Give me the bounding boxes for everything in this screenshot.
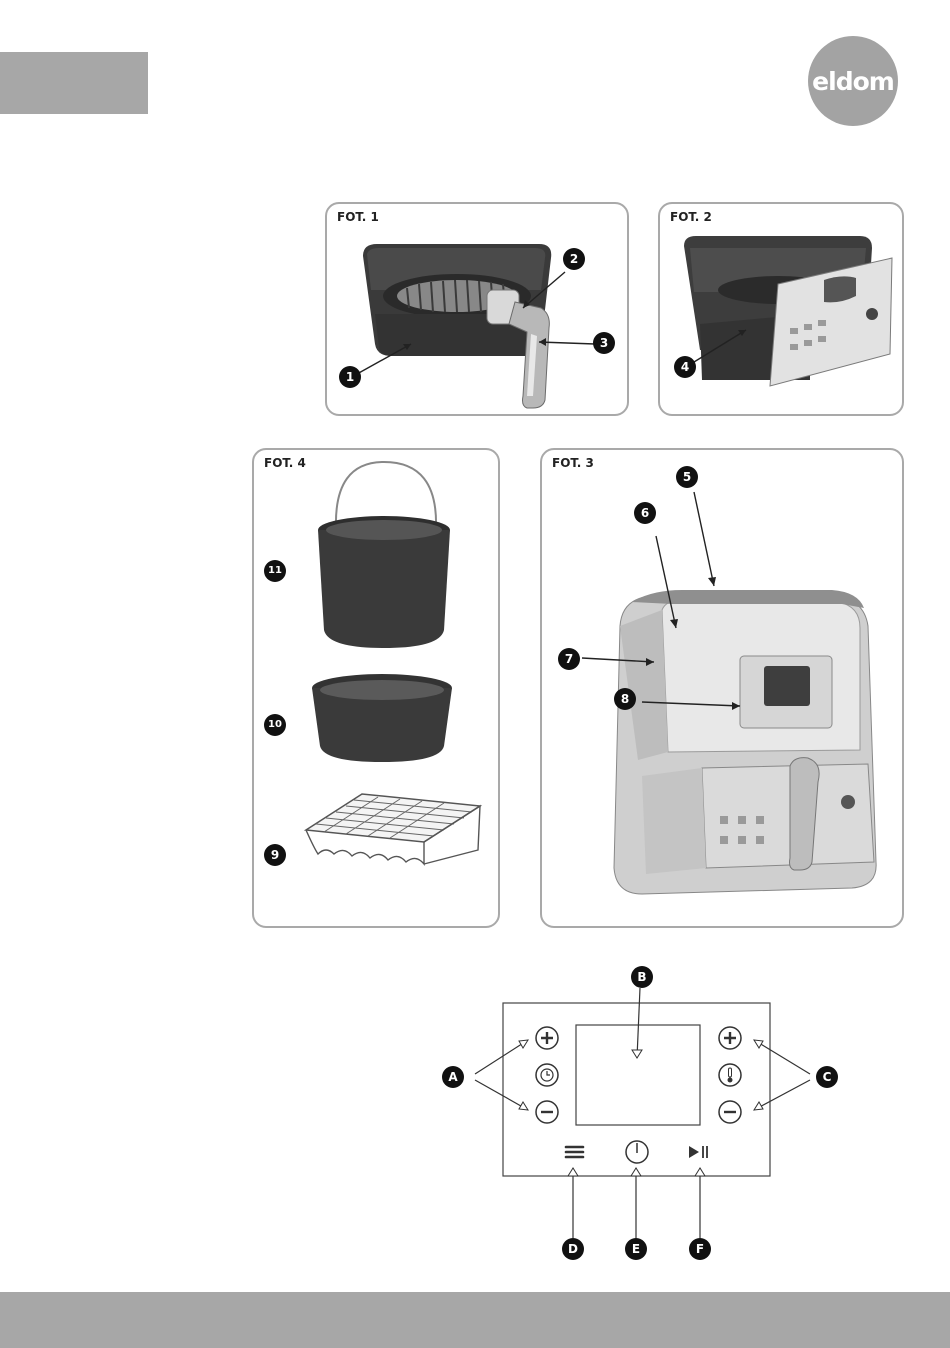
callout-B: B [631,966,653,988]
callout-C: C [816,1066,838,1088]
callout-D: D [562,1238,584,1260]
callout-E: E [625,1238,647,1260]
callout-A: A [442,1066,464,1088]
callout-F: F [689,1238,711,1260]
thermometer-icon [719,1064,741,1086]
clock-icon [536,1064,558,1086]
footer-grey-bar [0,1292,950,1348]
minus-icon-right [719,1101,741,1123]
power-icon [626,1141,648,1163]
minus-icon [536,1101,558,1123]
plus-icon [536,1027,558,1049]
plus-icon-right [719,1027,741,1049]
